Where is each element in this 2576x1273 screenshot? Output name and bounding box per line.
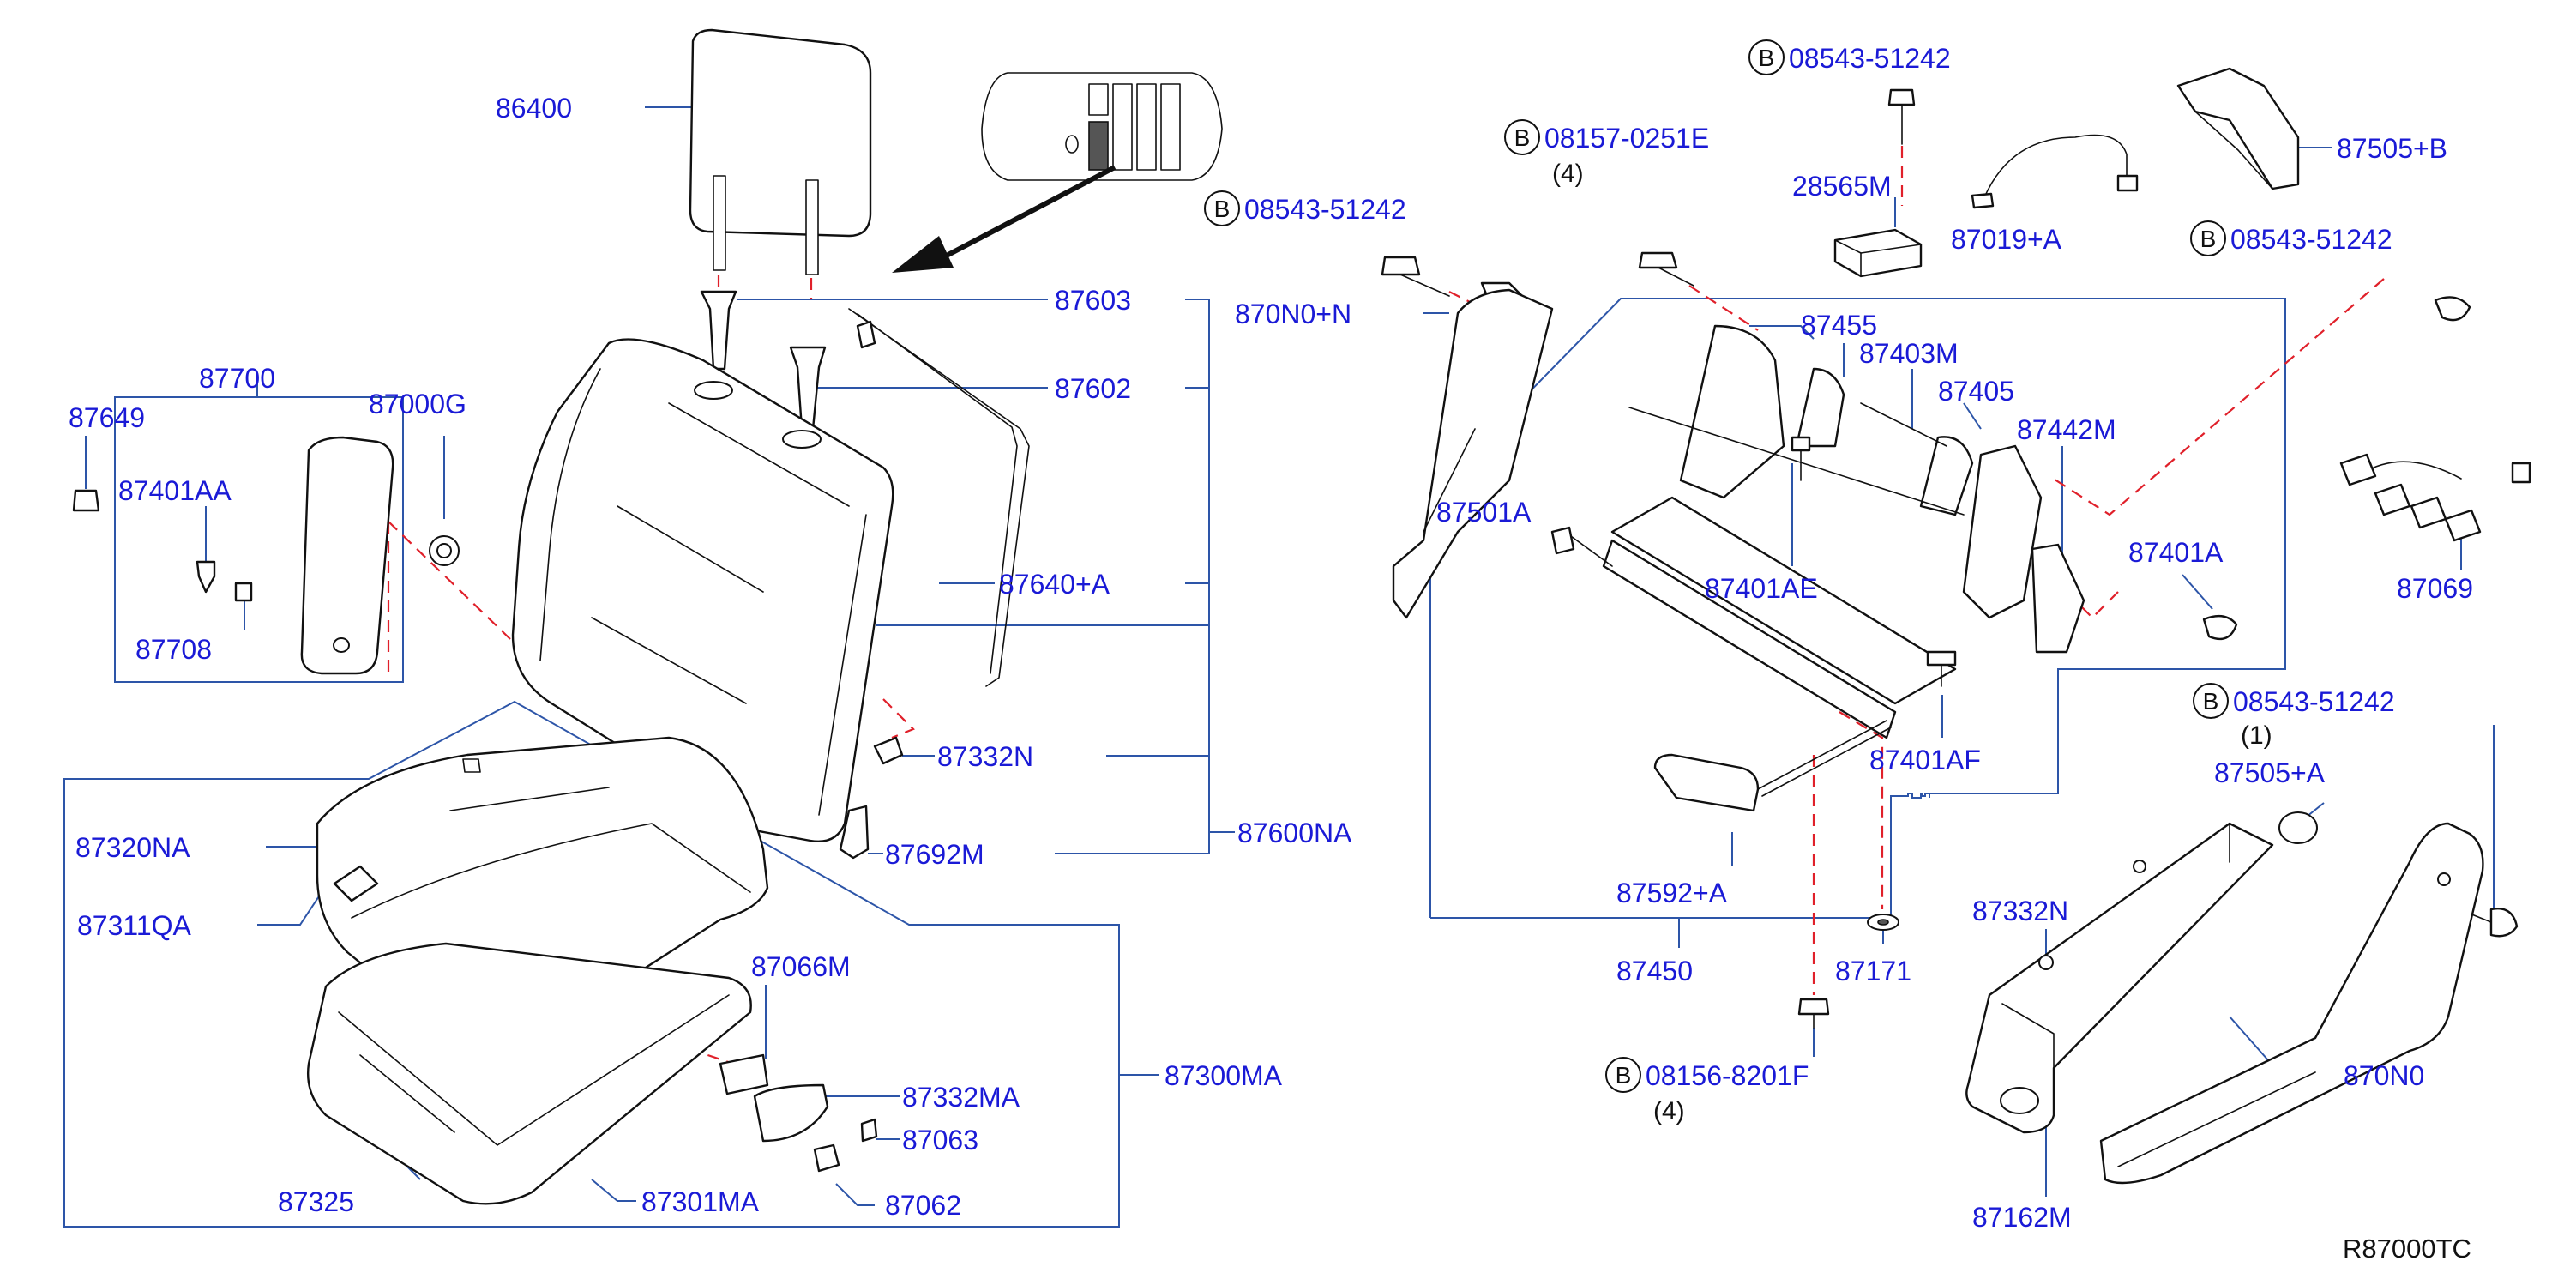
bolt-marker-b4	[2190, 220, 2226, 256]
part-label: 28565M	[1792, 171, 1892, 202]
part-label: 87320NA	[75, 832, 190, 863]
wire-harness	[1971, 134, 2531, 542]
bolt-qty: (4)	[1552, 160, 1584, 188]
seat-back	[511, 338, 894, 842]
bolt-marker-b3-text: B	[1514, 124, 1531, 151]
part-label: 87401AF	[1869, 745, 1981, 775]
part-label: 87063	[902, 1125, 978, 1155]
part-label: 87171	[1835, 956, 1911, 986]
reference-code: R87000TC	[2343, 1234, 2471, 1264]
part-label: 87692M	[885, 839, 984, 870]
part-label: 87062	[885, 1190, 961, 1221]
part-label: 87405	[1938, 376, 2014, 407]
control-module	[1833, 228, 1923, 278]
part-label: 870N0	[2344, 1060, 2424, 1091]
armrest-assembly	[72, 436, 460, 675]
trim-bracket-upper	[2176, 67, 2300, 190]
part-label: 87505+A	[2214, 757, 2326, 788]
part-label: 87401AA	[118, 475, 232, 506]
part-label: 87600NA	[1237, 817, 1352, 848]
part-label: 87401AE	[1705, 573, 1818, 604]
bolt-label: 08543-51242	[2230, 224, 2392, 255]
part-label: 87069	[2397, 573, 2473, 604]
part-label: 86400	[496, 93, 572, 124]
part-label: 87162M	[1972, 1202, 2072, 1233]
part-label: 870N0+N	[1235, 299, 1351, 329]
bolt-marker-b1	[1748, 39, 1785, 75]
part-label: 87450	[1616, 956, 1693, 986]
bolts-and-washers	[1381, 88, 2519, 1029]
bolt-label: 08543-51242	[2233, 686, 2395, 717]
seat-cushion-pan	[307, 942, 752, 1205]
part-labels: 86400 87603 87602 87700 87649 87000G 874…	[69, 93, 2473, 1233]
bolt-marker-b2	[1204, 190, 1240, 226]
slide-motor	[1653, 720, 1892, 812]
cap-and-clips	[2038, 811, 2318, 970]
part-label: 87649	[69, 402, 145, 433]
bolt-marker-b2-text: B	[1214, 196, 1231, 222]
part-label: 87019+A	[1951, 224, 2062, 255]
part-label: 87501A	[1436, 497, 1532, 528]
recliner-cover-bracket	[1392, 281, 1554, 619]
bolt-label: 08543-51242	[1244, 194, 1406, 225]
bolt-labels: 08543-51242 08543-51242 08157-0251E (4) …	[1244, 43, 2395, 1125]
part-label: 87592+A	[1616, 878, 1728, 908]
bolt-marker-b1-text: B	[1759, 45, 1775, 71]
bolt-label: 08156-8201F	[1646, 1060, 1809, 1091]
part-label: 87602	[1055, 373, 1131, 404]
location-inset	[892, 72, 1223, 273]
bolt-qty: (4)	[1653, 1097, 1685, 1125]
part-label: 87301MA	[641, 1186, 760, 1217]
seat-frame-assembly	[1550, 324, 2085, 739]
part-label: 87332MA	[902, 1082, 1020, 1113]
part-label: 87640+A	[999, 569, 1110, 600]
bolt-marker-b5-text: B	[2203, 688, 2219, 715]
part-label: 87332N	[1972, 896, 2068, 926]
side-trim-outer	[2099, 822, 2484, 1185]
part-label: 87000G	[369, 389, 466, 419]
seat-switches	[719, 1053, 878, 1173]
part-label: 87505+B	[2337, 133, 2447, 164]
part-label: 87708	[135, 634, 212, 665]
part-label: 87325	[278, 1186, 354, 1217]
bolt-qty: (1)	[2241, 721, 2272, 750]
bolt-label: 08543-51242	[1789, 43, 1951, 74]
bolt-marker-b5	[2193, 683, 2229, 719]
part-label: 87311QA	[77, 910, 192, 941]
part-label: 87066M	[751, 951, 851, 982]
bolt-marker-b4-text: B	[2200, 226, 2217, 252]
seat-back-frame-wire	[848, 308, 1030, 687]
leader-lines	[63, 106, 2495, 1228]
bolt-marker-b6-text: B	[1616, 1062, 1632, 1089]
part-label: 87442M	[2017, 414, 2116, 445]
part-label: 87332N	[937, 741, 1033, 772]
part-label: 87403M	[1859, 338, 1959, 369]
part-label: 87401A	[2128, 537, 2224, 568]
side-trim-clip	[839, 736, 904, 860]
side-trim-inner	[1965, 822, 2274, 1134]
part-label: 87300MA	[1165, 1060, 1283, 1091]
bolt-markers: B B B B B B	[1204, 39, 2229, 1093]
bolt-label: 08157-0251E	[1544, 123, 1709, 154]
bolt-marker-b6	[1605, 1057, 1641, 1093]
bolt-marker-b3	[1504, 119, 1540, 155]
headrest	[689, 28, 872, 275]
part-label: 87700	[199, 363, 275, 394]
part-label: 87603	[1055, 285, 1131, 316]
part-label: 87455	[1801, 310, 1877, 341]
